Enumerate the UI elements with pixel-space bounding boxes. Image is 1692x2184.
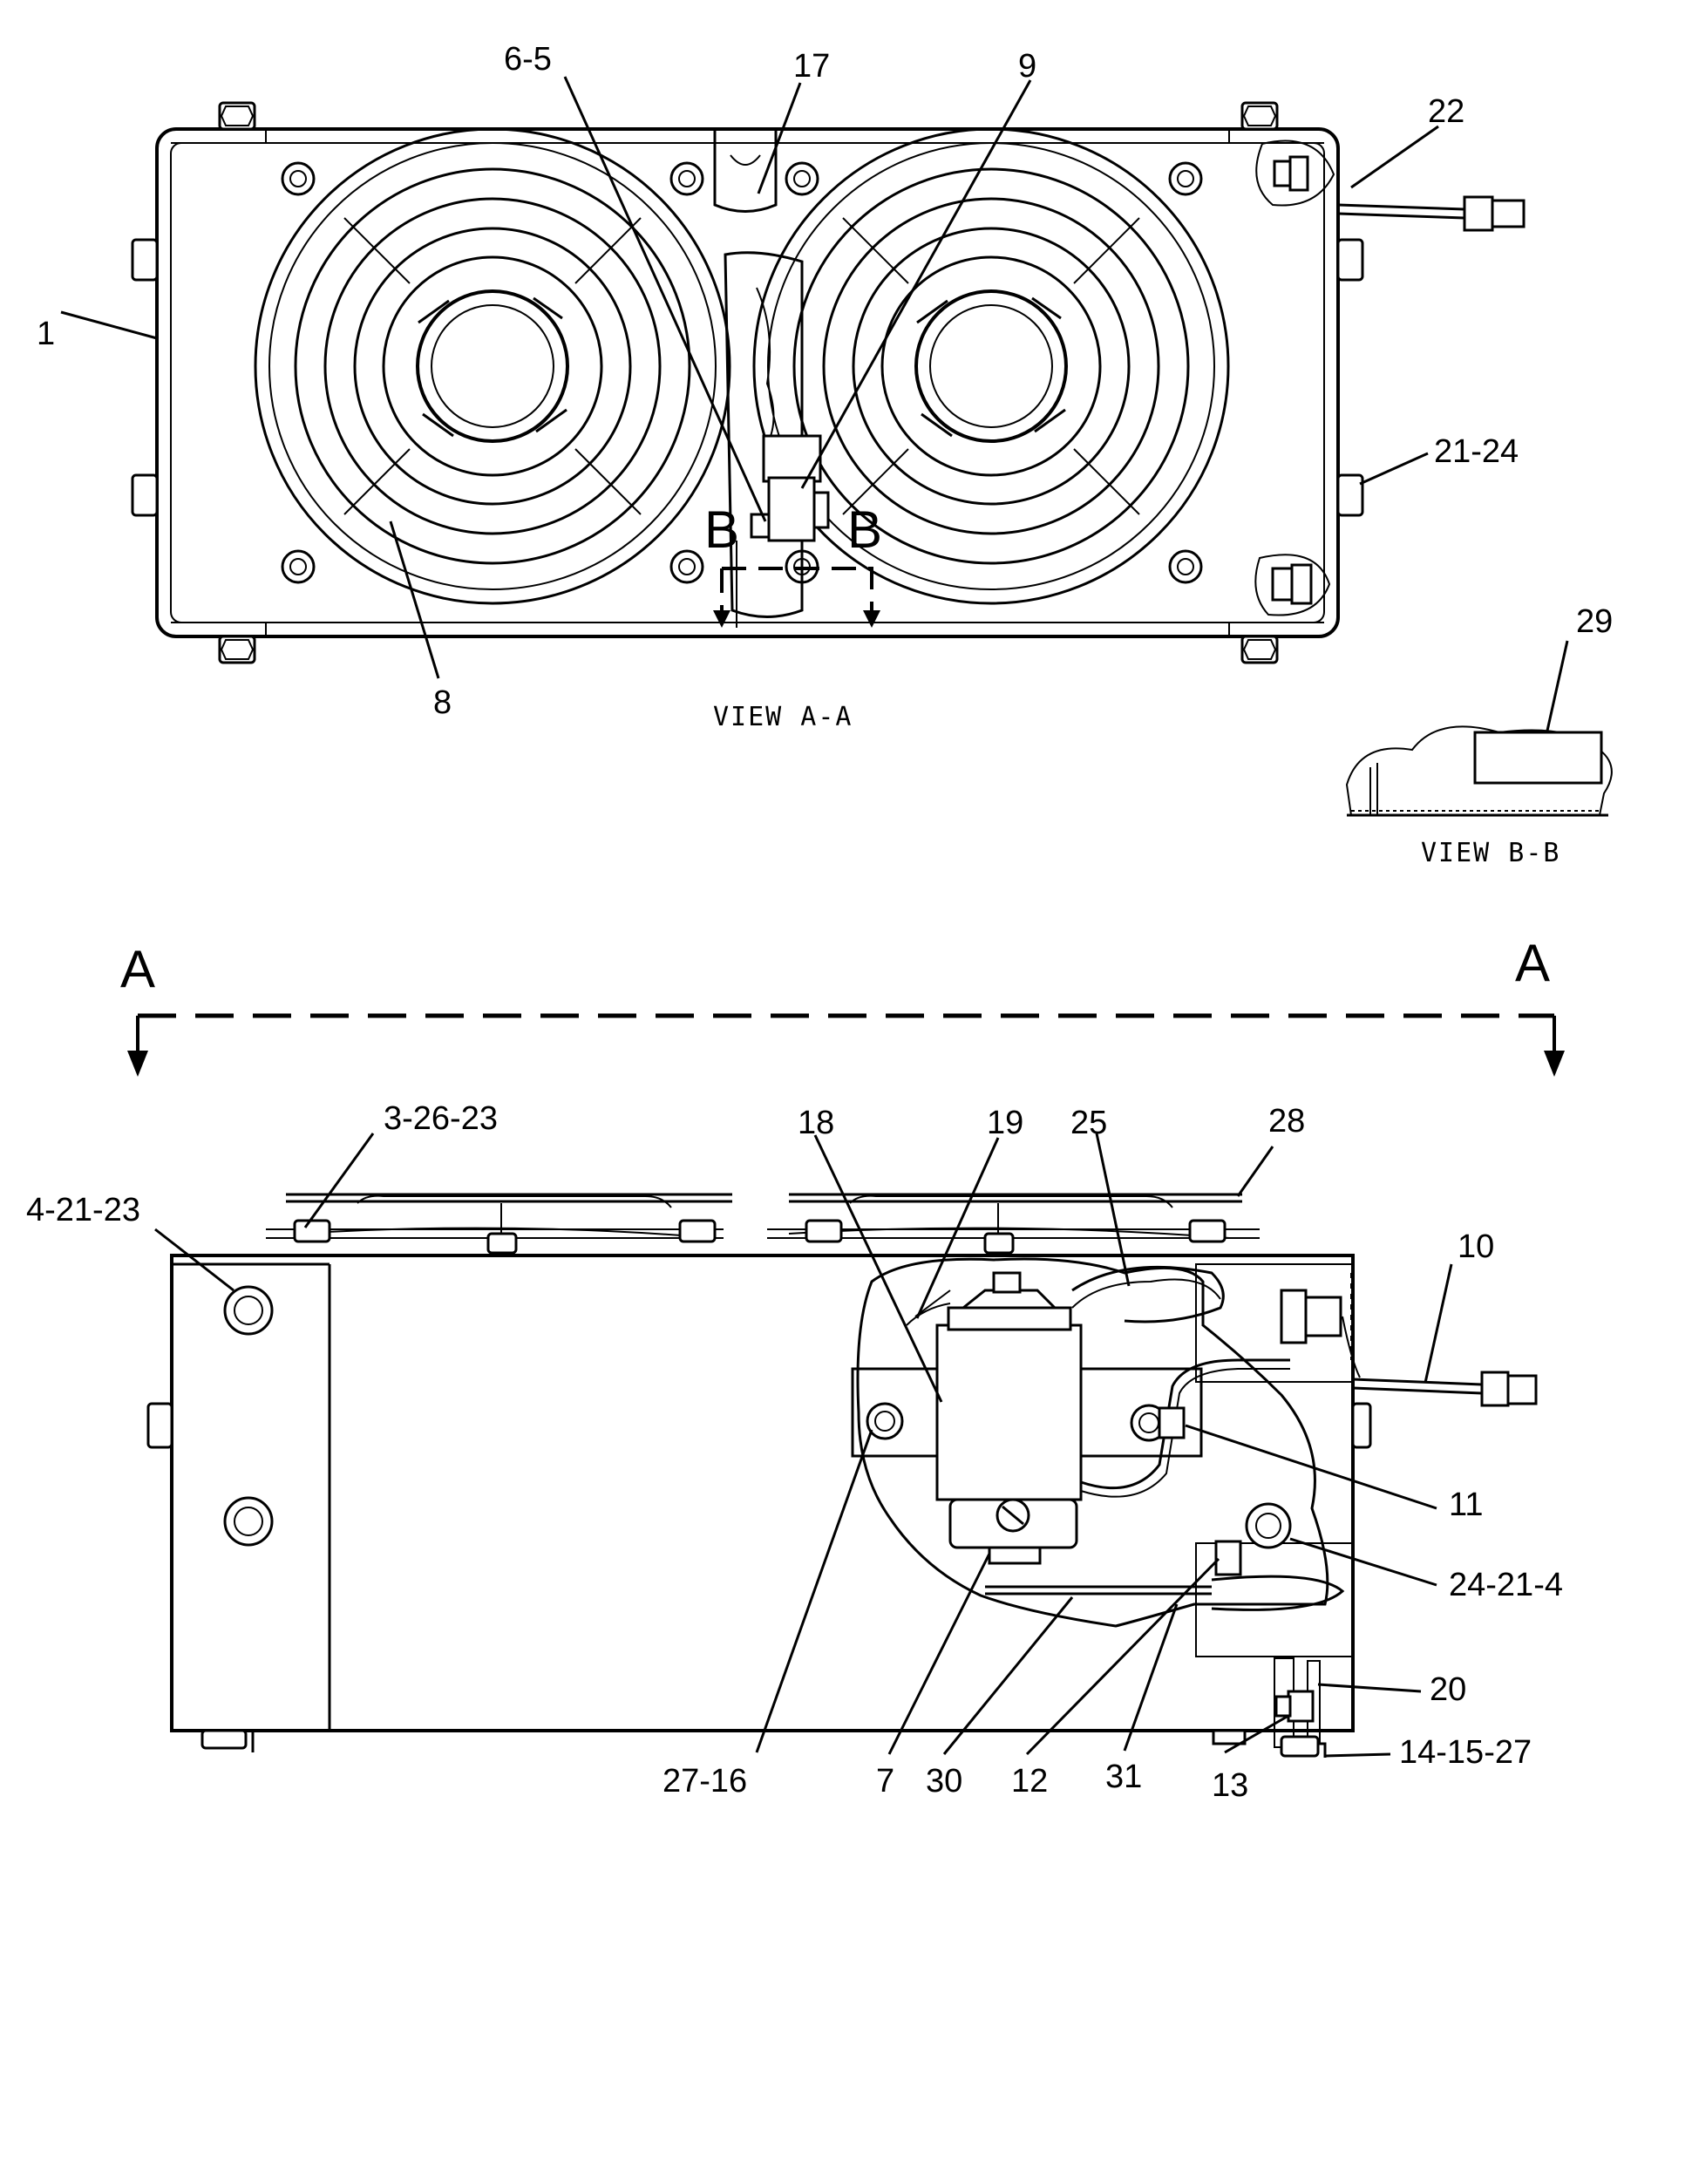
housing-outline	[155, 127, 1340, 638]
clip-11	[1158, 1406, 1186, 1439]
callout-6-5: 6-5	[504, 41, 552, 78]
callout-11: 11	[1449, 1487, 1483, 1523]
callout-28: 28	[1268, 1103, 1305, 1140]
label-29	[1473, 731, 1603, 785]
view-b-b-title: VIEW B-B	[1421, 838, 1561, 868]
section-a-left: A	[120, 940, 155, 998]
callout-10: 10	[1458, 1228, 1494, 1265]
section-a-right: A	[1515, 934, 1550, 992]
housing-bolts	[131, 101, 1364, 664]
harness-25	[1071, 1265, 1225, 1323]
callout-31: 31	[1105, 1759, 1142, 1795]
callout-22: 22	[1428, 93, 1464, 130]
view-b-b: VIEW B-B	[1345, 725, 1613, 868]
callout-labels: 6-5 17 9 22 1 21-24 8 29 3-26-23 18 19 2…	[26, 41, 1613, 1804]
callout-24-21-4: 24-21-4	[1449, 1567, 1563, 1603]
motor-7	[935, 1323, 1083, 1501]
section-b-left: B	[704, 500, 739, 559]
fan-right	[752, 127, 1230, 605]
callout-19: 19	[987, 1105, 1023, 1141]
callout-7: 7	[876, 1763, 894, 1800]
connector-9	[762, 434, 822, 483]
callout-3-26-23: 3-26-23	[384, 1100, 498, 1137]
side-housing	[170, 1254, 1355, 1732]
callout-12: 12	[1011, 1763, 1048, 1800]
callout-13: 13	[1212, 1767, 1248, 1804]
section-b-right: B	[847, 500, 882, 559]
callout-20: 20	[1430, 1671, 1466, 1708]
section-b-cut: B B	[704, 500, 882, 628]
callout-25: 25	[1070, 1105, 1107, 1141]
callout-18: 18	[798, 1105, 834, 1141]
housing-inner-edge	[170, 142, 1325, 623]
leader-lines	[60, 76, 1569, 1758]
fitting-12	[1214, 1540, 1242, 1576]
side-view	[146, 1193, 1538, 1758]
callout-17: 17	[793, 48, 830, 85]
callout-29: 29	[1576, 603, 1613, 640]
lead-wire-22	[1254, 139, 1526, 616]
callout-14-15-27: 14-15-27	[1399, 1734, 1532, 1771]
view-a-a: B B VIEW A-A	[131, 101, 1526, 732]
callout-8: 8	[433, 684, 452, 721]
callout-30: 30	[926, 1763, 962, 1800]
callout-27-16: 27-16	[663, 1763, 747, 1800]
fan-left	[254, 127, 731, 605]
view-a-a-title: VIEW A-A	[713, 702, 853, 732]
section-a-cut: A A	[120, 934, 1565, 1077]
corner-plates	[171, 129, 1324, 636]
callout-9: 9	[1018, 48, 1036, 85]
callout-1: 1	[37, 316, 55, 352]
callout-4-21-23: 4-21-23	[26, 1192, 140, 1228]
callout-21-24: 21-24	[1434, 433, 1519, 470]
